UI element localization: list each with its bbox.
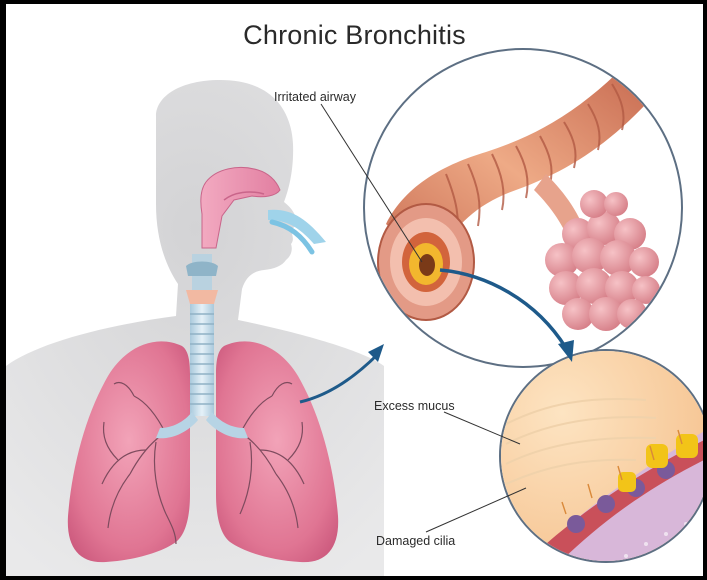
- page-title: Chronic Bronchitis: [6, 20, 703, 51]
- cilia-zoom-circle: [496, 344, 703, 574]
- larynx-ring: [186, 262, 218, 277]
- diagram-panel: Chronic Bronchitis Irritated airway Exce…: [6, 4, 703, 576]
- label-irritated-airway: Irritated airway: [274, 90, 356, 104]
- airway-zoom-circle: [364, 49, 682, 367]
- thyroid-cartilage: [186, 290, 218, 304]
- label-damaged-cilia: Damaged cilia: [376, 534, 455, 548]
- leader-damaged-cilia: [426, 488, 526, 532]
- label-excess-mucus: Excess mucus: [374, 399, 455, 413]
